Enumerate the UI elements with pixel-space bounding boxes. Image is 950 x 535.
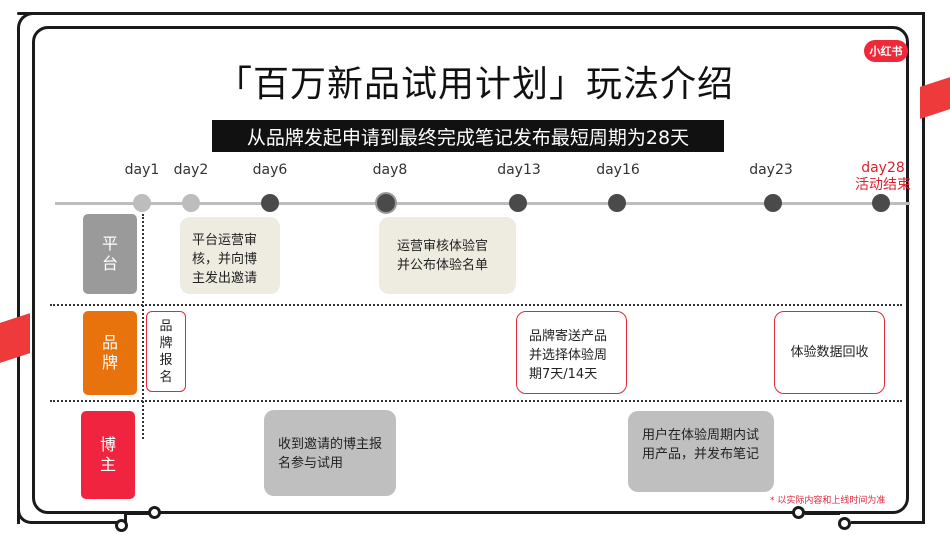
lane-divider-1: [50, 304, 902, 306]
timeline-dot-day6: [261, 194, 279, 212]
frame-outer-top: [17, 12, 925, 15]
frame-bottom-line-right-2: [851, 521, 925, 524]
timeline-label-day13: day13: [497, 162, 541, 178]
box-brand-signup: 品牌报名: [146, 311, 186, 392]
timeline-label-day6: day6: [252, 162, 288, 178]
day28-sublabel: 活动结束: [855, 177, 911, 193]
timeline-dot-day16: [608, 194, 626, 212]
frame-bottom-tick-right: [922, 505, 925, 524]
day28-label: day28: [861, 160, 905, 176]
page-title: 「百万新品试用计划」玩法介绍: [215, 64, 734, 105]
timeline-label-day1: day1: [124, 162, 160, 178]
lane-divider-2: [50, 400, 902, 402]
timeline-label-day28: day28 活动结束: [846, 160, 920, 194]
timeline-label-day23: day23: [749, 162, 793, 178]
ring-bottom-right-2: [838, 517, 851, 530]
frame-bottom-tick-left: [124, 512, 127, 524]
timeline-dot-day23: [764, 194, 782, 212]
timeline-dot-day2: [182, 194, 200, 212]
ring-bottom-left-2: [148, 506, 161, 519]
frame: [32, 26, 909, 514]
box-data-collect: 体验数据回收: [774, 311, 885, 394]
lane-creator: 博主: [81, 411, 135, 499]
timeline-dot-day13: [509, 194, 527, 212]
frame-outer-left: [17, 12, 97, 524]
box-platform-review: 平台运营审核，并向博主发出邀请: [180, 217, 280, 294]
lane-platform-label: 平台: [101, 234, 118, 273]
frame-bottom-left: [17, 508, 37, 524]
timeline-label-day2: day2: [173, 162, 209, 178]
frame-bottom-line-left-2: [127, 512, 149, 515]
brand-signup-text: 品牌报名: [159, 319, 173, 385]
lane-brand-label: 品牌: [101, 333, 118, 372]
timeline-dot-day28: [872, 194, 890, 212]
timeline-label-day8: day8: [372, 162, 408, 178]
timeline-line: [55, 202, 910, 205]
frame-bottom-line-right: [805, 512, 840, 515]
day1-vertical-guide: [142, 214, 144, 439]
lane-creator-label: 博主: [99, 435, 116, 474]
box-creator-post: 用户在体验周期内试用产品，并发布笔记: [628, 411, 774, 492]
lane-brand: 品牌: [83, 311, 137, 395]
frame-outer-right: [922, 12, 925, 508]
lane-platform: 平台: [83, 214, 137, 294]
xiaohongshu-logo: 小红书: [864, 40, 908, 62]
disclaimer-note: * 以实际内容和上线时间为准: [770, 496, 886, 506]
timeline-dot-day8: [377, 194, 395, 212]
box-creator-signup: 收到邀请的博主报名参与试用: [264, 410, 396, 496]
timeline-dot-day1: [133, 194, 151, 212]
ring-bottom-left-1: [115, 519, 128, 532]
box-ops-review: 运营审核体验官并公布体验名单: [379, 217, 516, 294]
ring-bottom-right-1: [792, 506, 805, 519]
box-brand-ship: 品牌寄送产品并选择体验周期7天/14天: [516, 311, 627, 394]
timeline-label-day16: day16: [596, 162, 640, 178]
page-subtitle: 从品牌发起申请到最终完成笔记发布最短周期为28天: [212, 120, 724, 152]
frame-bottom-line-left: [37, 521, 127, 524]
